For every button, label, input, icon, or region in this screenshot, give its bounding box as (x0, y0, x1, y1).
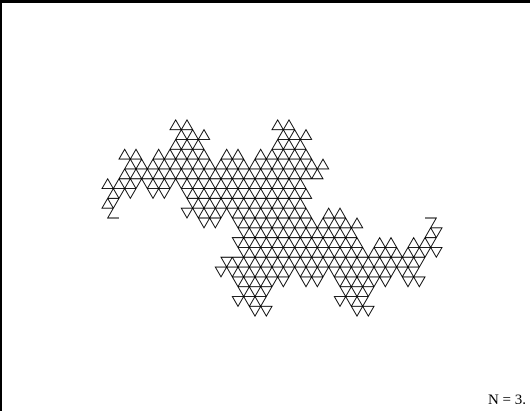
iteration-caption: N = 3. (488, 393, 526, 408)
fractal-curve-svg (2, 3, 530, 414)
fractal-curve (102, 120, 442, 316)
